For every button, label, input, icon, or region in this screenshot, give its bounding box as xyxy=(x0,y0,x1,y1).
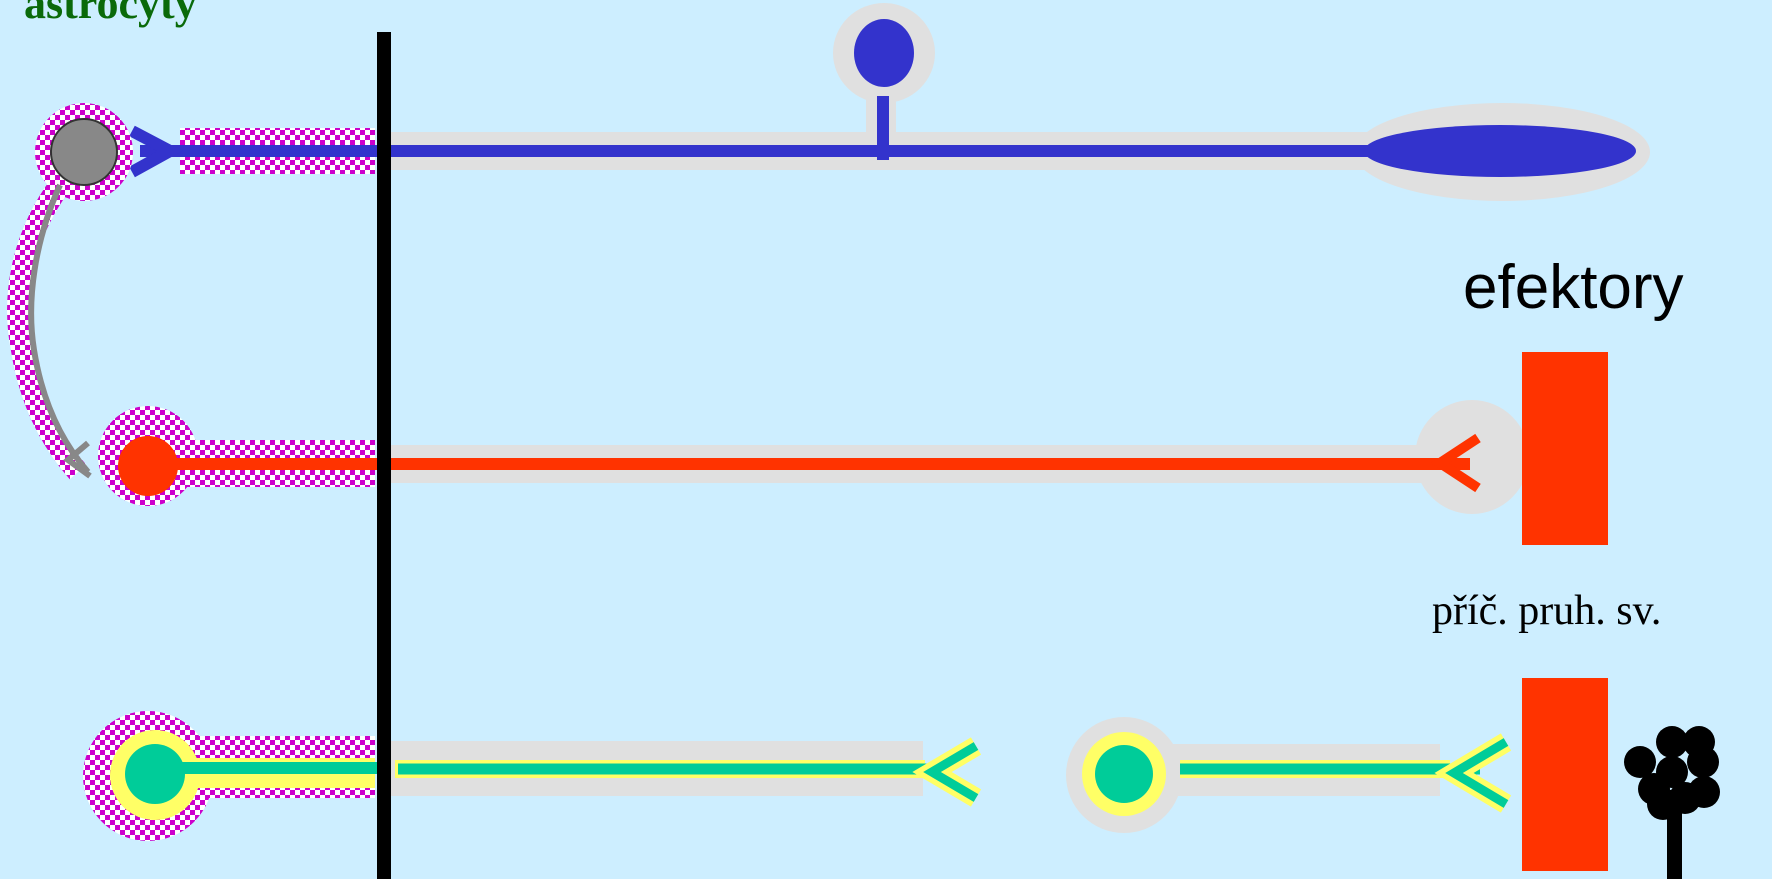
sensory-receptor-ending xyxy=(1364,125,1636,177)
preganglionic-soma xyxy=(125,744,185,804)
astrocyte-process-sheath xyxy=(7,178,87,480)
cns-boundary-line xyxy=(377,32,391,879)
motor-end-plate-halo xyxy=(1415,400,1529,514)
astrocyte-cell xyxy=(7,103,133,480)
sensory-soma-stalk xyxy=(877,96,889,160)
autonomic-muscle-block xyxy=(1522,678,1608,871)
sensory-synapse-chevron-icon xyxy=(129,125,183,178)
astrocyte-soma xyxy=(50,118,118,186)
skeletal-muscle-block xyxy=(1522,352,1608,545)
autonomic-pathway xyxy=(83,678,1720,879)
astrocyte-process-end-chevron-icon xyxy=(63,440,92,479)
effectors-label: efektory xyxy=(1463,253,1684,322)
sensory-neuron xyxy=(129,3,1650,201)
postganglionic-synapse-chevron-icon xyxy=(1445,738,1509,808)
sensory-soma xyxy=(854,19,914,87)
preganglionic-synapse-chevron-icon xyxy=(923,742,979,802)
astrocytes-label: astrocyty xyxy=(24,0,197,28)
postganglionic-soma xyxy=(1095,745,1153,803)
astrocyte-process xyxy=(28,183,91,474)
motor-neuron xyxy=(98,352,1608,545)
motor-synapse-chevron-icon xyxy=(1430,433,1481,493)
gland-icon xyxy=(1624,726,1720,879)
skeletal-muscle-label: příč. pruh. sv. xyxy=(1432,588,1662,634)
motor-soma xyxy=(118,436,178,496)
